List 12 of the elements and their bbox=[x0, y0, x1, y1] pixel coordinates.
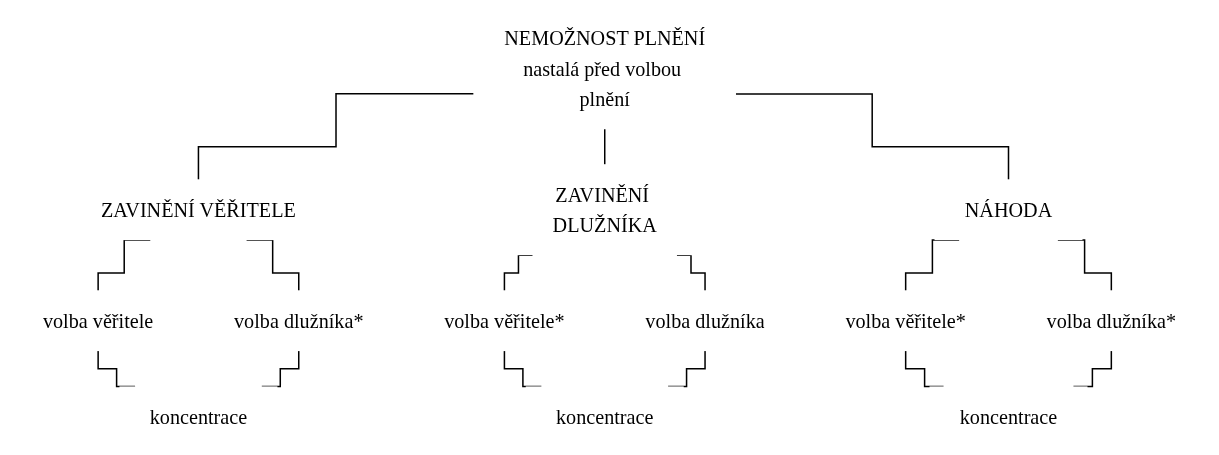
connector bbox=[735, 93, 1010, 181]
node-text: ZAVINĚNÍ DLUŽNÍKA bbox=[552, 183, 657, 237]
connector bbox=[197, 93, 475, 181]
node-text: NEMOŽNOST PLNĚNÍ nastalá před volbou plnění bbox=[504, 27, 706, 110]
node-text: volba věřitele* bbox=[845, 309, 966, 332]
node-text: volba věřitele bbox=[42, 309, 154, 332]
node-text: volba dlužníka* bbox=[1046, 309, 1177, 332]
node-text: volba dlužníka bbox=[645, 309, 765, 332]
node-text: volba dlužníka* bbox=[234, 309, 364, 332]
node-text: koncentrace bbox=[959, 405, 1058, 428]
node-text: volba věřitele* bbox=[444, 309, 565, 332]
connector bbox=[603, 128, 606, 166]
